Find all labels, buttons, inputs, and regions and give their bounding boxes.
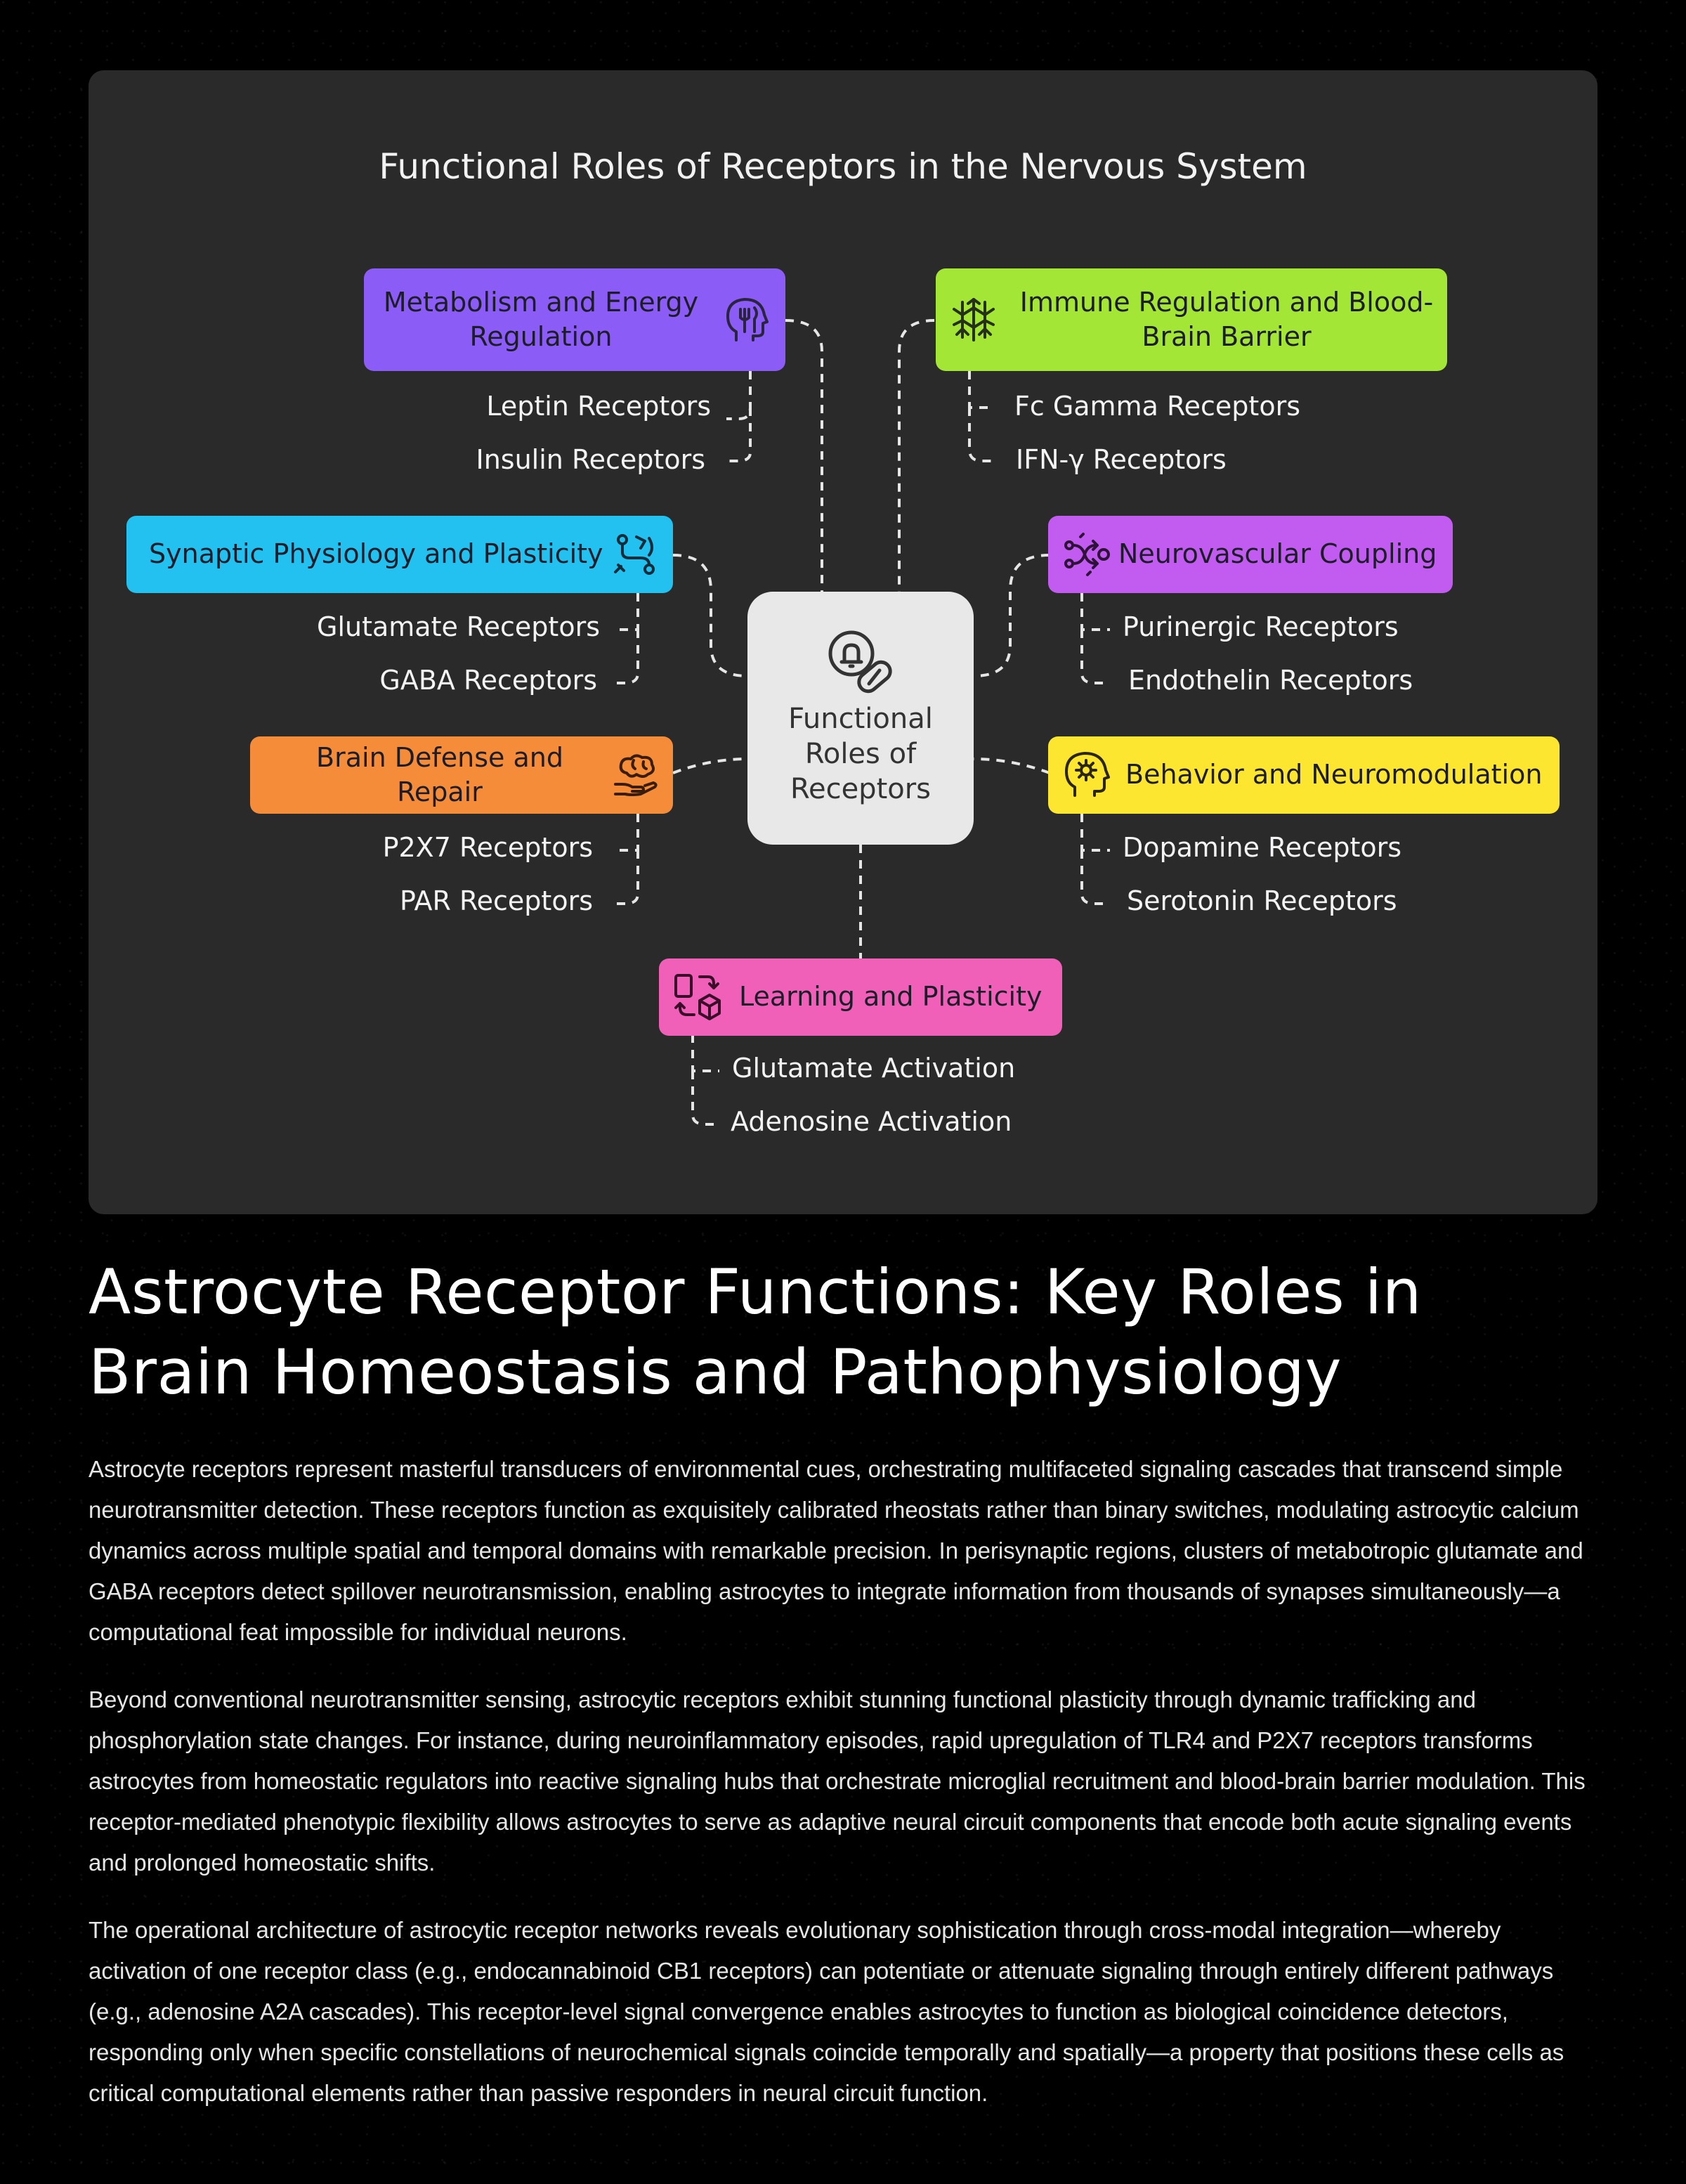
category-synaptic-physiology: Synaptic Physiology and Plasticity <box>126 516 673 593</box>
head-gear-icon <box>1064 750 1111 807</box>
list-item: Leptin Receptors <box>486 391 711 422</box>
category-label: Brain Defense and Repair <box>316 741 563 807</box>
list-item: GABA Receptors <box>379 665 597 696</box>
diagram-title: Functional Roles of Receptors in the Ner… <box>379 146 1307 187</box>
article-paragraph: Astrocyte receptors represent masterful … <box>89 1456 1583 1645</box>
category-brain-defense-repair: Brain Defense and Repair <box>250 736 673 814</box>
flow-connection-icon <box>613 531 659 586</box>
list-item: Glutamate Receptors <box>317 611 600 642</box>
circuit-coupling-icon <box>1062 531 1111 586</box>
list-item: Purinergic Receptors <box>1123 611 1399 642</box>
list-item: Dopamine Receptors <box>1123 832 1402 863</box>
category-neurovascular-coupling: Neurovascular Coupling <box>1048 516 1453 593</box>
center-node: Functional Roles of Receptors <box>747 592 974 845</box>
list-item: Endothelin Receptors <box>1128 665 1413 696</box>
list-item: P2X7 Receptors <box>382 832 593 863</box>
shield-network-icon <box>950 297 998 351</box>
category-label: Immune Regulation and Blood-Brain Barrie… <box>1019 286 1434 352</box>
bell-pill-icon <box>823 625 898 708</box>
category-behavior-neuromodulation: Behavior and Neuromodulation <box>1048 736 1560 814</box>
category-metabolism-energy-regulation: Metabolism and Energy Regulation <box>364 268 785 371</box>
list-item: Adenosine Activation <box>731 1106 1012 1137</box>
category-label: Synaptic Physiology and Plasticity <box>149 538 603 570</box>
list-item: Insulin Receptors <box>476 444 706 475</box>
category-learning-plasticity: Learning and Plasticity <box>659 958 1062 1036</box>
list-item: Fc Gamma Receptors <box>1014 391 1300 422</box>
list-item: Serotonin Receptors <box>1127 885 1397 916</box>
center-label: Functional Roles of Receptors <box>788 703 933 805</box>
list-item: Glutamate Activation <box>732 1053 1016 1084</box>
transform-shapes-icon <box>673 973 722 1029</box>
category-label: Behavior and Neuromodulation <box>1125 759 1543 791</box>
head-fork-knife-icon <box>724 297 769 351</box>
brain-hand-icon <box>613 752 660 807</box>
connector-lines <box>613 319 1110 1126</box>
category-label: Neurovascular Coupling <box>1118 538 1437 570</box>
article-paragraph: Beyond conventional neurotransmitter sen… <box>89 1686 1586 1876</box>
category-label: Metabolism and Energy Regulation <box>383 286 699 352</box>
category-label: Learning and Plasticity <box>739 981 1043 1013</box>
list-item: IFN-γ Receptors <box>1016 444 1227 475</box>
category-immune-regulation: Immune Regulation and Blood-Brain Barrie… <box>936 268 1447 371</box>
list-item: PAR Receptors <box>400 885 593 916</box>
article-paragraph: The operational architecture of astrocyt… <box>89 1917 1564 2106</box>
article-heading: Astrocyte Receptor Functions: Key Roles … <box>89 1256 1422 1408</box>
